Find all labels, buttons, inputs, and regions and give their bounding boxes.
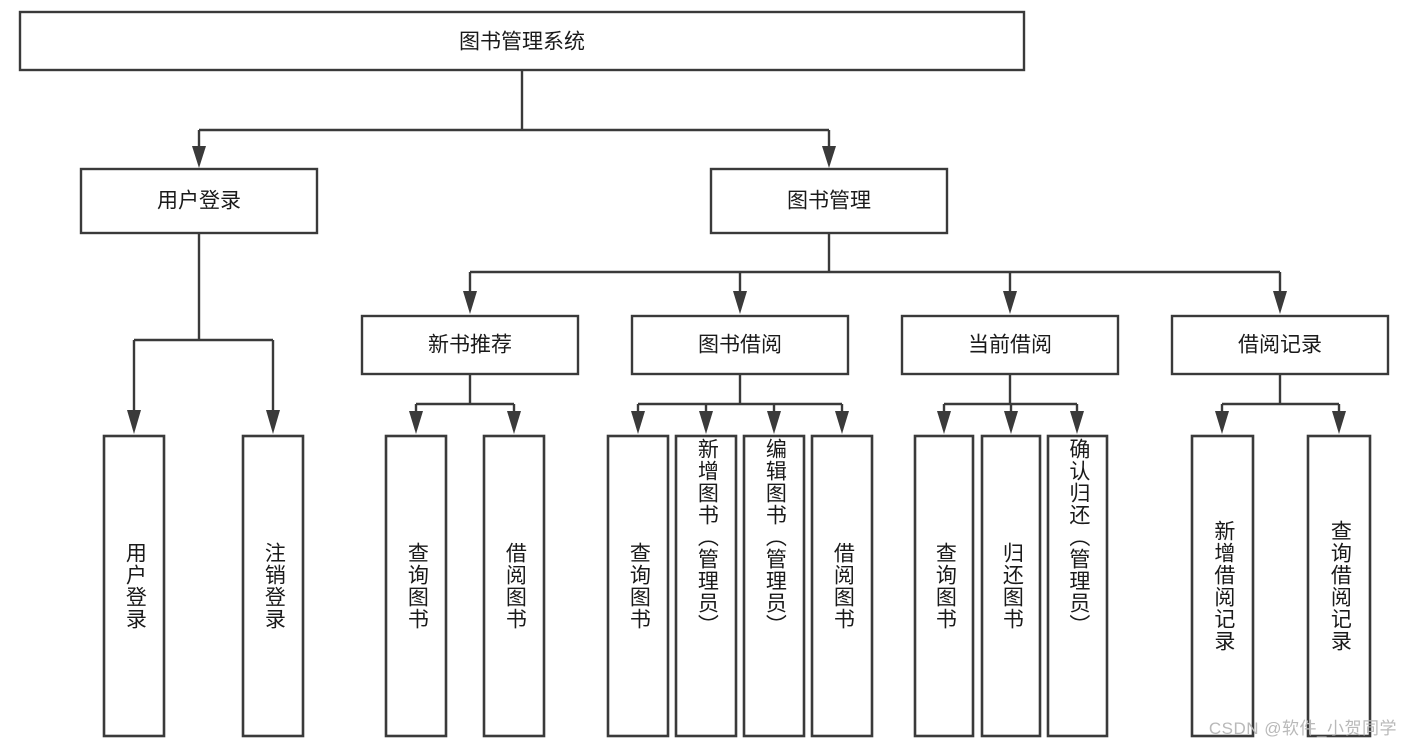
connector-group-book-management — [463, 233, 1287, 314]
leaf-box-current-return-book[interactable] — [980, 434, 1042, 738]
node-root-box[interactable] — [18, 10, 1026, 72]
leaf-box-recommend-borrow-book[interactable] — [482, 434, 546, 738]
node-root[interactable]: 图书管理系统 — [18, 10, 1026, 72]
arrow-head-current — [1003, 291, 1017, 314]
node-book-management[interactable]: 图书管理 — [709, 167, 949, 235]
leaf-box-user-logout[interactable] — [241, 434, 305, 738]
node-book-management-label: 图书管理 — [787, 190, 871, 213]
node-user-login-label: 用户登录 — [157, 190, 241, 213]
arrow-head-recommend — [463, 291, 477, 314]
leaf-box-record-add[interactable] — [1190, 434, 1255, 738]
leaf-box-borrow-add-book[interactable] — [674, 434, 738, 738]
arrow-head-record — [1273, 291, 1287, 314]
node-book-borrow-label: 图书借阅 — [698, 334, 782, 357]
leaf-box-current-query-book[interactable] — [913, 434, 975, 738]
arrow-head-leaf-user-login — [127, 410, 141, 434]
arrow-head-leaf-rec-query — [409, 411, 423, 434]
node-current-borrow-box[interactable] — [900, 314, 1120, 376]
node-current-borrow-label: 当前借阅 — [968, 334, 1052, 357]
node-book-borrow[interactable]: 图书借阅 — [630, 314, 850, 376]
arrow-head-leaf-cb-return — [1004, 411, 1018, 434]
node-borrow-record-label: 借阅记录 — [1238, 334, 1322, 357]
arrow-head-leaf-br-add — [1215, 411, 1229, 434]
node-book-management-box[interactable] — [709, 167, 949, 235]
connector-group-recommend — [409, 374, 521, 434]
arrow-head-book-management — [822, 146, 836, 168]
connector-group-current-borrow — [937, 374, 1084, 434]
connector-group-borrow-record — [1215, 374, 1346, 434]
arrow-head-leaf-bb-borrow — [835, 411, 849, 434]
node-new-book-recommend[interactable]: 新书推荐 — [360, 314, 580, 376]
node-root-label: 图书管理系统 — [459, 31, 585, 54]
node-new-book-recommend-label: 新书推荐 — [428, 334, 512, 357]
arrow-head-leaf-cb-query — [937, 411, 951, 434]
arrow-head-leaf-bb-query — [631, 411, 645, 434]
arrow-head-leaf-user-logout — [266, 410, 280, 434]
leaf-box-recommend-query-book[interactable] — [384, 434, 448, 738]
node-borrow-record-box[interactable] — [1170, 314, 1390, 376]
leaf-box-user-login[interactable] — [102, 434, 166, 738]
leaf-box-borrow-query-book[interactable] — [606, 434, 670, 738]
arrow-head-leaf-bb-add — [699, 411, 713, 434]
leaf-box-borrow-borrow-book[interactable] — [810, 434, 874, 738]
arrow-head-user-login — [192, 146, 206, 168]
connector-group-book-borrow — [631, 374, 849, 434]
watermark-text: CSDN @软件_小贺同学 — [1208, 719, 1397, 738]
node-user-login-box[interactable] — [79, 167, 319, 235]
arrow-head-borrow — [733, 291, 747, 314]
arrow-head-leaf-bb-edit — [767, 411, 781, 434]
node-new-book-recommend-box[interactable] — [360, 314, 580, 376]
arrow-head-leaf-br-query — [1332, 411, 1346, 434]
leaf-box-group — [102, 434, 1372, 738]
node-user-login[interactable]: 用户登录 — [79, 167, 319, 235]
arrow-head-leaf-rec-borrow — [507, 411, 521, 434]
leaf-box-borrow-edit-book[interactable] — [742, 434, 806, 738]
leaf-box-record-query[interactable] — [1306, 434, 1372, 738]
connector-group-root — [192, 70, 836, 168]
leaf-box-current-confirm-return[interactable] — [1046, 434, 1109, 738]
node-borrow-record[interactable]: 借阅记录 — [1170, 314, 1390, 376]
node-book-borrow-box[interactable] — [630, 314, 850, 376]
arrow-head-leaf-cb-confirm — [1070, 411, 1084, 434]
node-current-borrow[interactable]: 当前借阅 — [900, 314, 1120, 376]
connector-group-user-login — [127, 233, 280, 434]
